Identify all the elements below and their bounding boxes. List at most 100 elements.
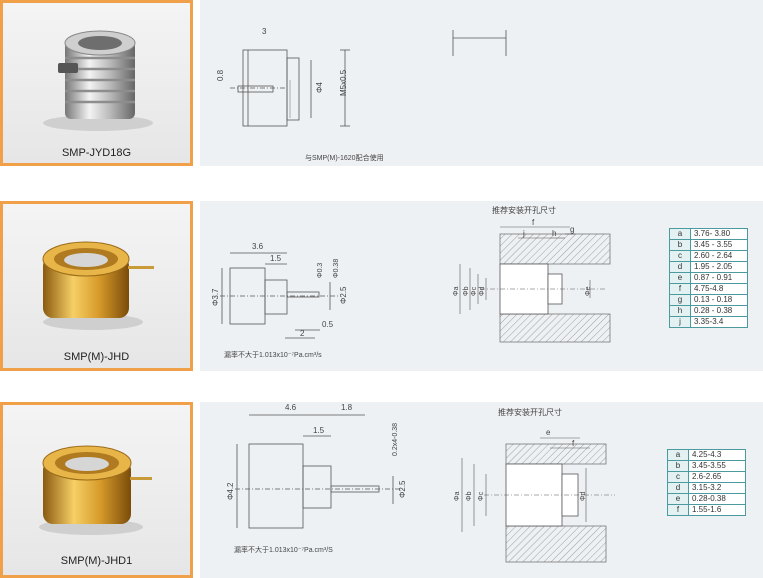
spec-key: c xyxy=(667,471,689,483)
dim-length-b: 0.5 xyxy=(322,320,334,329)
compatibility-note: 与SMP(M)-1620配合使用 xyxy=(305,155,384,162)
mount-label-e: e xyxy=(546,428,551,437)
spec-key: a xyxy=(669,228,691,240)
connector-photo-gold xyxy=(42,241,154,330)
spec-key: e xyxy=(669,272,691,284)
dim-diameter-2: Φ2.5 xyxy=(398,480,407,498)
mount-label-h: h xyxy=(552,229,556,238)
spec-key: d xyxy=(667,482,689,494)
mount-hole-drawing-3: e f Φa Φb Φc Φd xyxy=(454,428,615,563)
spec-key: j xyxy=(669,316,691,328)
mount-label-a: Φa xyxy=(453,286,460,296)
mount-hole-title: 推荐安装开孔尺寸 xyxy=(498,408,562,417)
dim-length-a: 1.5 xyxy=(270,254,282,263)
dim-total-length: 4.6 xyxy=(285,403,297,412)
mount-label-e: Φe xyxy=(585,286,592,296)
spec-key: h xyxy=(669,305,691,317)
connector-photo-gold xyxy=(39,445,152,535)
dim-pin-1: Φ0.3 xyxy=(317,263,324,278)
dimension-drawing-3: 4.6 1.8 1.5 0.2x4-0.38 Φ4.2 Φ2.5 xyxy=(226,403,407,529)
dim-length-a: 1.8 xyxy=(341,403,353,412)
spec-key: b xyxy=(669,239,691,251)
dim-length-b: 1.5 xyxy=(313,426,325,435)
spec-value: 2.60 - 2.64 xyxy=(690,250,748,262)
dim-pin: 0.2x4-0.38 xyxy=(392,423,399,456)
mount-label-a: Φa xyxy=(454,491,461,501)
dim-diameter-2: Φ2.5 xyxy=(339,286,348,304)
spec-value: 4.25-4.3 xyxy=(688,449,746,461)
connector-photo-silver xyxy=(43,30,153,131)
dimension-drawing-1: 3 0.8 Φ4 M5x0.5 xyxy=(216,27,507,127)
spec-value: 3.45-3.55 xyxy=(688,460,746,472)
leak-rate-note: 漏率不大于1.013x10⁻⁷Pa.cm³/s xyxy=(224,352,322,359)
dim-pin-2: Φ0.38 xyxy=(333,259,340,278)
spec-value: 3.35-3.4 xyxy=(690,316,748,328)
mount-label-b: Φb xyxy=(463,286,470,296)
spec-value: 1.55-1.6 xyxy=(688,504,746,516)
spec-value: 0.87 - 0.91 xyxy=(690,272,748,284)
mount-label-j: j xyxy=(522,229,525,238)
mount-label-f: f xyxy=(572,439,575,448)
mount-hole-title: 推荐安装开孔尺寸 xyxy=(492,206,556,215)
spec-key: b xyxy=(667,460,689,472)
spec-value: 2.6-2.65 xyxy=(688,471,746,483)
mount-label-f: f xyxy=(532,218,535,227)
dim-thread: M5x0.5 xyxy=(339,69,348,96)
mount-label-g: g xyxy=(570,225,574,234)
dim-inner-diameter: Φ4 xyxy=(315,82,324,93)
product-photo-card[interactable]: SMP(M)-JHD1 xyxy=(0,402,193,578)
spec-value: 0.13 - 0.18 xyxy=(690,294,748,306)
product-photo-card[interactable]: SMP(M)-JHD xyxy=(0,201,193,371)
spec-key: g xyxy=(669,294,691,306)
spec-key: d xyxy=(669,261,691,273)
dim-diameter: Φ3.7 xyxy=(211,288,220,306)
spec-value: 3.45 - 3.55 xyxy=(690,239,748,251)
dim-diameter: Φ4.2 xyxy=(226,482,235,500)
product-name: SMP(M)-JHD1 xyxy=(60,555,133,567)
spec-value: 0.28-0.38 xyxy=(688,493,746,505)
spec-key: e xyxy=(667,493,689,505)
mount-label-d: Φd xyxy=(479,286,486,296)
mount-label-d: Φd xyxy=(580,491,587,501)
mount-label-c: Φc xyxy=(471,286,478,296)
spec-value: 3.76- 3.80 xyxy=(690,228,748,240)
dimension-drawing-2: 3.6 1.5 Φ0.3 Φ0.38 Φ3.7 Φ2.5 0.5 2 xyxy=(211,242,348,339)
spec-key: f xyxy=(667,504,689,516)
product-name: SMP-JYD18G xyxy=(61,147,132,159)
dim-length: 3 xyxy=(262,27,267,36)
dim-length-c: 2 xyxy=(300,329,305,338)
mount-label-b: Φb xyxy=(466,491,473,501)
spec-key: a xyxy=(667,449,689,461)
spec-value: 4.75-4.8 xyxy=(690,283,748,295)
spec-key: f xyxy=(669,283,691,295)
mount-hole-drawing-2: f j h g Φa Φb Φc Φd Φe xyxy=(453,218,611,343)
spec-value: 0.28 - 0.38 xyxy=(690,305,748,317)
row-background-1 xyxy=(200,0,763,166)
product-photo-card[interactable]: SMP-JYD18G xyxy=(0,0,193,166)
spec-value: 1.95 - 2.05 xyxy=(690,261,748,273)
leak-rate-note: 漏率不大于1.013x10⁻⁷Pa.cm³/S xyxy=(234,547,333,554)
product-name: SMP(M)-JHD xyxy=(63,351,130,363)
dim-total-length: 3.6 xyxy=(252,242,264,251)
mount-label-c: Φc xyxy=(478,491,485,501)
dim-slot: 0.8 xyxy=(216,69,225,81)
spec-key: c xyxy=(669,250,691,262)
spec-value: 3.15-3.2 xyxy=(688,482,746,494)
